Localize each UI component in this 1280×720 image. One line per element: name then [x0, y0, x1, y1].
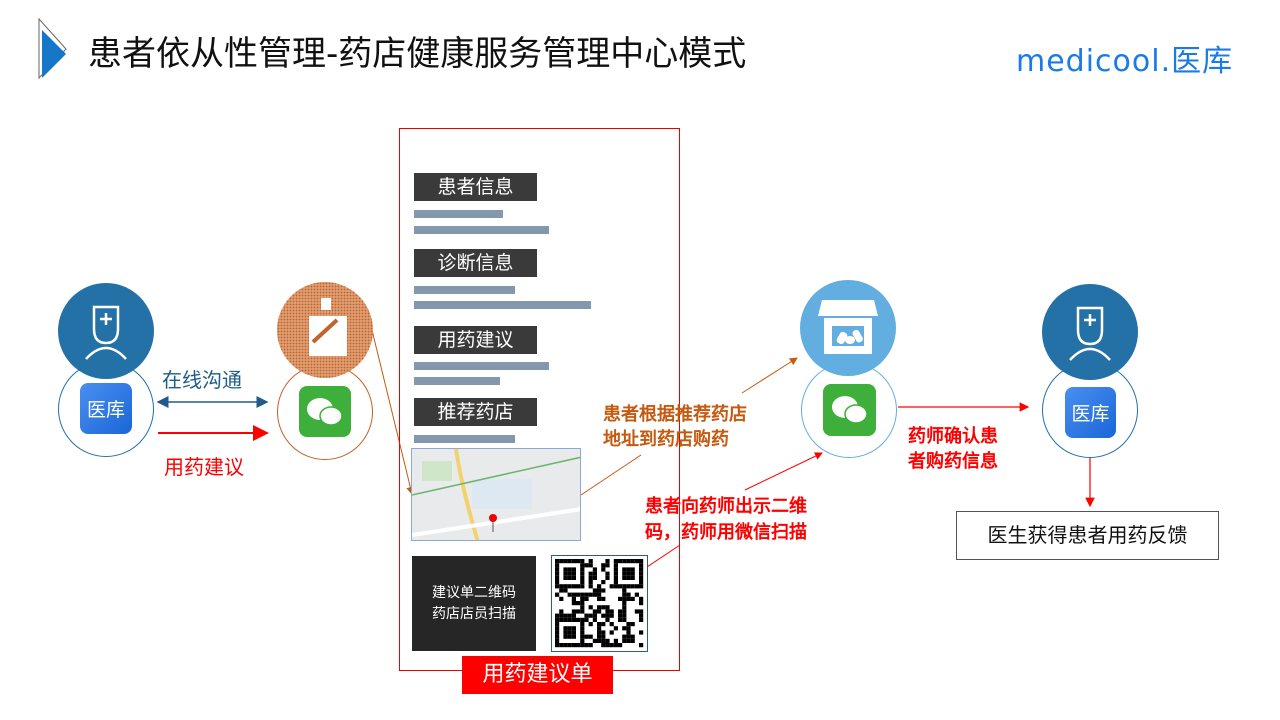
section-diagnosis: 诊断信息 [414, 249, 537, 277]
doctor-icon [1042, 284, 1138, 380]
advice-label: 用药建议 [164, 455, 244, 479]
pharmacist-icon [277, 282, 373, 378]
medicool-app-icon: 医库 [80, 383, 132, 434]
pharmacist-to-form-arrow [371, 329, 415, 495]
page-title: 患者依从性管理-药店健康服务管理中心模式 [88, 34, 747, 74]
show-qr-note: 患者向药师出示二维 码，药师用微信扫描 [645, 494, 807, 546]
online-comm-label: 在线沟通 [162, 368, 242, 392]
qr-caption-line1: 建议单二维码 [432, 584, 516, 601]
go-store-line2: 地址到药店购药 [603, 429, 729, 450]
doctor-feedback-box: 医生获得患者用药反馈 [956, 511, 1219, 560]
show-qr-line2: 码，药师用微信扫描 [645, 522, 807, 543]
medicool-logo: medicool.医库 [1016, 44, 1234, 79]
qr-code-icon[interactable] [551, 555, 648, 652]
pharmacy-store-icon [800, 280, 896, 376]
section-pharmacy: 推荐药店 [414, 398, 537, 426]
medicool-app-icon: 医库 [1065, 387, 1116, 438]
qr-caption-line2: 药店店员扫描 [432, 605, 516, 622]
show-qr-line1: 患者向药师出示二维 [645, 496, 807, 517]
confirm-line2: 者购药信息 [908, 451, 998, 472]
placeholder-bar [414, 362, 549, 370]
advice-sheet-title: 用药建议单 [462, 656, 613, 694]
confirm-note: 药师确认患 者购药信息 [908, 424, 998, 474]
placeholder-bar [414, 435, 515, 443]
placeholder-bar [414, 226, 549, 234]
to-store-arrow [741, 357, 798, 394]
chevron-icon [38, 18, 67, 80]
placeholder-bar [414, 377, 500, 385]
section-medication: 用药建议 [414, 326, 537, 354]
map-pin-icon [489, 514, 497, 532]
map-connector [580, 454, 642, 496]
confirm-line1: 药师确认患 [908, 426, 998, 447]
placeholder-bar [414, 210, 503, 218]
qr-caption-box: 建议单二维码 药店店员扫描 [412, 556, 536, 651]
go-store-line1: 患者根据推荐药店 [603, 404, 747, 425]
doctor-icon [58, 283, 154, 379]
placeholder-bar [414, 286, 515, 294]
placeholder-bar [414, 301, 591, 309]
pharmacy-map[interactable] [411, 448, 581, 541]
show-qr-arrow [744, 452, 823, 491]
section-patient-info: 患者信息 [414, 173, 537, 201]
wechat-icon [823, 384, 876, 436]
go-store-note: 患者根据推荐药店 地址到药店购药 [603, 402, 747, 452]
wechat-icon [299, 386, 351, 437]
